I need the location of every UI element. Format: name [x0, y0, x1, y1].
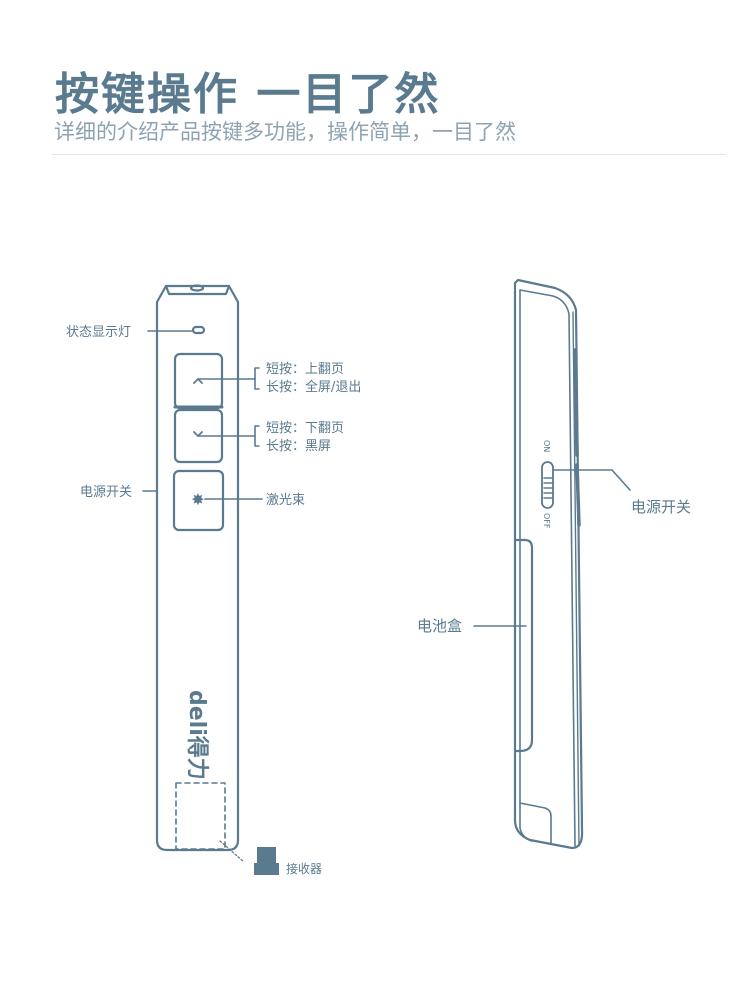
side-button-strip-top [573, 348, 579, 457]
label-power-switch-front: 电源开关 [80, 485, 132, 500]
battery-cover[interactable] [513, 538, 534, 753]
label-power-switch-side: 电源开关 [631, 498, 691, 516]
ir-window [189, 284, 205, 292]
deli-logo: deli得力 [184, 690, 210, 780]
label-laser: 激光束 [266, 493, 305, 508]
front-body [155, 284, 240, 852]
receiver-slot [175, 782, 226, 850]
divider [52, 154, 726, 155]
page-title: 按键操作 一目了然 [55, 69, 441, 120]
label-status-light: 状态显示灯 [66, 325, 131, 340]
label-on: ON [542, 440, 551, 452]
label-down-long: 长按：黑屏 [266, 439, 331, 454]
label-battery: 电池盒 [417, 617, 462, 635]
laser-icon: ✸ [191, 490, 204, 509]
label-up-short: 短按：上翻页 [266, 362, 344, 377]
label-down-short: 短按：下翻页 [266, 421, 344, 436]
side-button-strip-bottom [575, 463, 581, 527]
label-up-long: 长按：全屏/退出 [266, 379, 361, 395]
up-button[interactable] [173, 352, 224, 410]
side-power-switch[interactable] [541, 461, 554, 509]
side-body [513, 278, 584, 850]
chevron-up-icon [193, 378, 203, 384]
label-receiver: 接收器 [286, 861, 322, 876]
receiver-dongle [254, 847, 279, 875]
page-subtitle: 详细的介绍产品按键多功能，操作简单，一目了然 [54, 120, 516, 144]
front-top-cap [164, 284, 231, 296]
status-light [191, 325, 206, 335]
laser-button[interactable] [172, 469, 225, 532]
chevron-down-icon [193, 431, 203, 437]
label-off: OFF [542, 513, 551, 529]
